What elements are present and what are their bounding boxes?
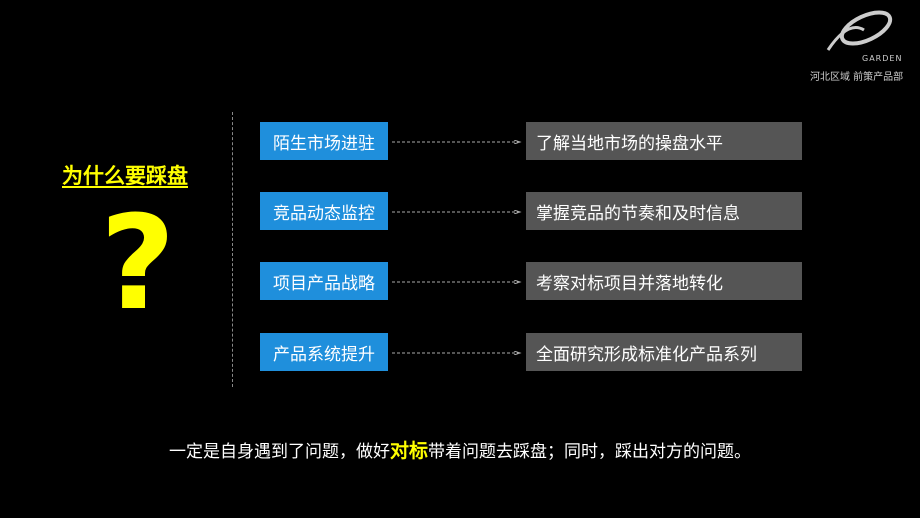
reason-description: 考察对标项目并落地转化	[526, 262, 802, 300]
dashed-arrow-icon	[392, 140, 522, 144]
question-mark-icon: ?	[100, 187, 176, 339]
reason-label: 陌生市场进驻	[260, 122, 388, 160]
conclusion-highlight: 对标	[389, 440, 428, 462]
reason-row: 陌生市场进驻 了解当地市场的操盘水平	[0, 122, 920, 160]
reason-description: 掌握竞品的节奏和及时信息	[526, 192, 802, 230]
logo-brand-text: GARDEN	[862, 54, 903, 63]
logo-department-text: 河北区域 前策产品部	[810, 72, 904, 83]
reason-row: 竞品动态监控 掌握竞品的节奏和及时信息	[0, 192, 920, 230]
dashed-arrow-icon	[392, 210, 522, 214]
reason-label: 竞品动态监控	[260, 192, 388, 230]
reason-label: 项目产品战略	[260, 262, 388, 300]
dashed-arrow-icon	[392, 280, 522, 284]
reason-row: 项目产品战略 考察对标项目并落地转化	[0, 262, 920, 300]
reason-row: 产品系统提升 全面研究形成标准化产品系列	[0, 333, 920, 371]
conclusion-before: 一定是自身遇到了问题，做好	[168, 442, 390, 462]
logo-swoosh-icon	[826, 10, 893, 51]
question-title: 为什么要踩盘	[62, 164, 188, 188]
conclusion-after: 带着问题去踩盘；同时，踩出对方的问题。	[428, 442, 751, 462]
dashed-arrow-icon	[392, 351, 522, 355]
reason-description: 了解当地市场的操盘水平	[526, 122, 802, 160]
reason-label: 产品系统提升	[260, 333, 388, 371]
company-logo: GARDEN 河北区域 前策产品部	[810, 10, 906, 83]
conclusion-text: 一定是自身遇到了问题，做好对标带着问题去踩盘；同时，踩出对方的问题。	[0, 436, 920, 463]
dashed-divider	[232, 112, 233, 387]
reason-description: 全面研究形成标准化产品系列	[526, 333, 802, 371]
